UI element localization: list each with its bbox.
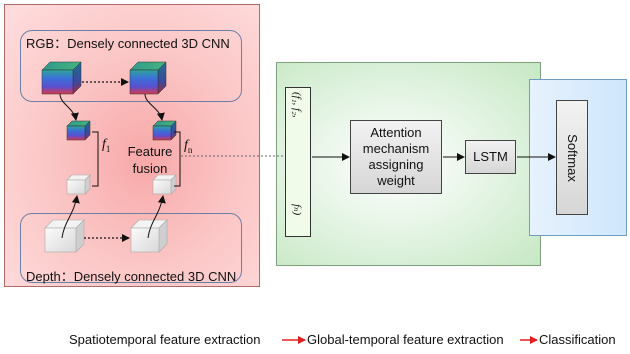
- softmax-box: Softmax: [556, 100, 588, 215]
- feature-fusion-line2: fusion: [132, 161, 168, 176]
- lstm-box: LSTM: [465, 140, 516, 174]
- fusion-bracket-left: [92, 131, 99, 187]
- f1-symbol: f: [102, 137, 106, 152]
- legend-classification: Classification: [539, 332, 616, 347]
- rgb-cube-icon: [129, 61, 167, 95]
- depth-cube-icon: [152, 174, 177, 195]
- f1-label: f1: [102, 137, 110, 154]
- f1-subscript: 1: [105, 143, 111, 154]
- rgb-down-arrow: [144, 93, 165, 121]
- depth-cube-icon: [130, 219, 168, 253]
- feature-vector-box: [285, 87, 311, 237]
- rgb-cube-icon: [66, 120, 91, 141]
- rgb-down-arrow: [59, 93, 79, 121]
- depth-up-arrow: [147, 195, 166, 239]
- depth-cnn-group: [20, 213, 242, 283]
- depth-cube-icon: [44, 219, 85, 253]
- feature-vector-top-text: (f₁, f₂,: [291, 92, 303, 118]
- depth-branch-title: Depth：Densely connected 3D CNN: [26, 269, 237, 284]
- fn-subscript: n: [187, 144, 193, 155]
- fn-symbol: f: [184, 138, 188, 153]
- fn-label: fn: [184, 138, 192, 155]
- feature-fusion-line1: Feature: [127, 144, 173, 159]
- attention-box: Attention mechanism assigning weight: [350, 120, 442, 194]
- legend-spatiotemporal: Spatiotemporal feature extraction: [69, 332, 261, 347]
- attention-label: Attention mechanism assigning weight: [362, 125, 430, 188]
- lstm-label: LSTM: [473, 149, 508, 164]
- rgb-branch-title: RGB：Densely connected 3D CNN: [26, 36, 230, 51]
- depth-cube-icon: [66, 174, 91, 195]
- feature-vector-bottom-text: fₙ): [291, 204, 303, 216]
- rgb-cnn-group: [20, 30, 242, 102]
- depth-up-arrow: [61, 195, 80, 239]
- rgb-cube-icon: [41, 61, 82, 95]
- rgb-cube-icon: [152, 120, 177, 141]
- legend-global-temporal: Global-temporal feature extraction: [307, 332, 504, 347]
- fusion-bracket-right: [174, 131, 181, 187]
- softmax-label: Softmax: [565, 133, 580, 182]
- feature-fusion-label: Feature fusion: [122, 143, 178, 177]
- legend: Spatiotemporal feature extraction Global…: [69, 330, 629, 350]
